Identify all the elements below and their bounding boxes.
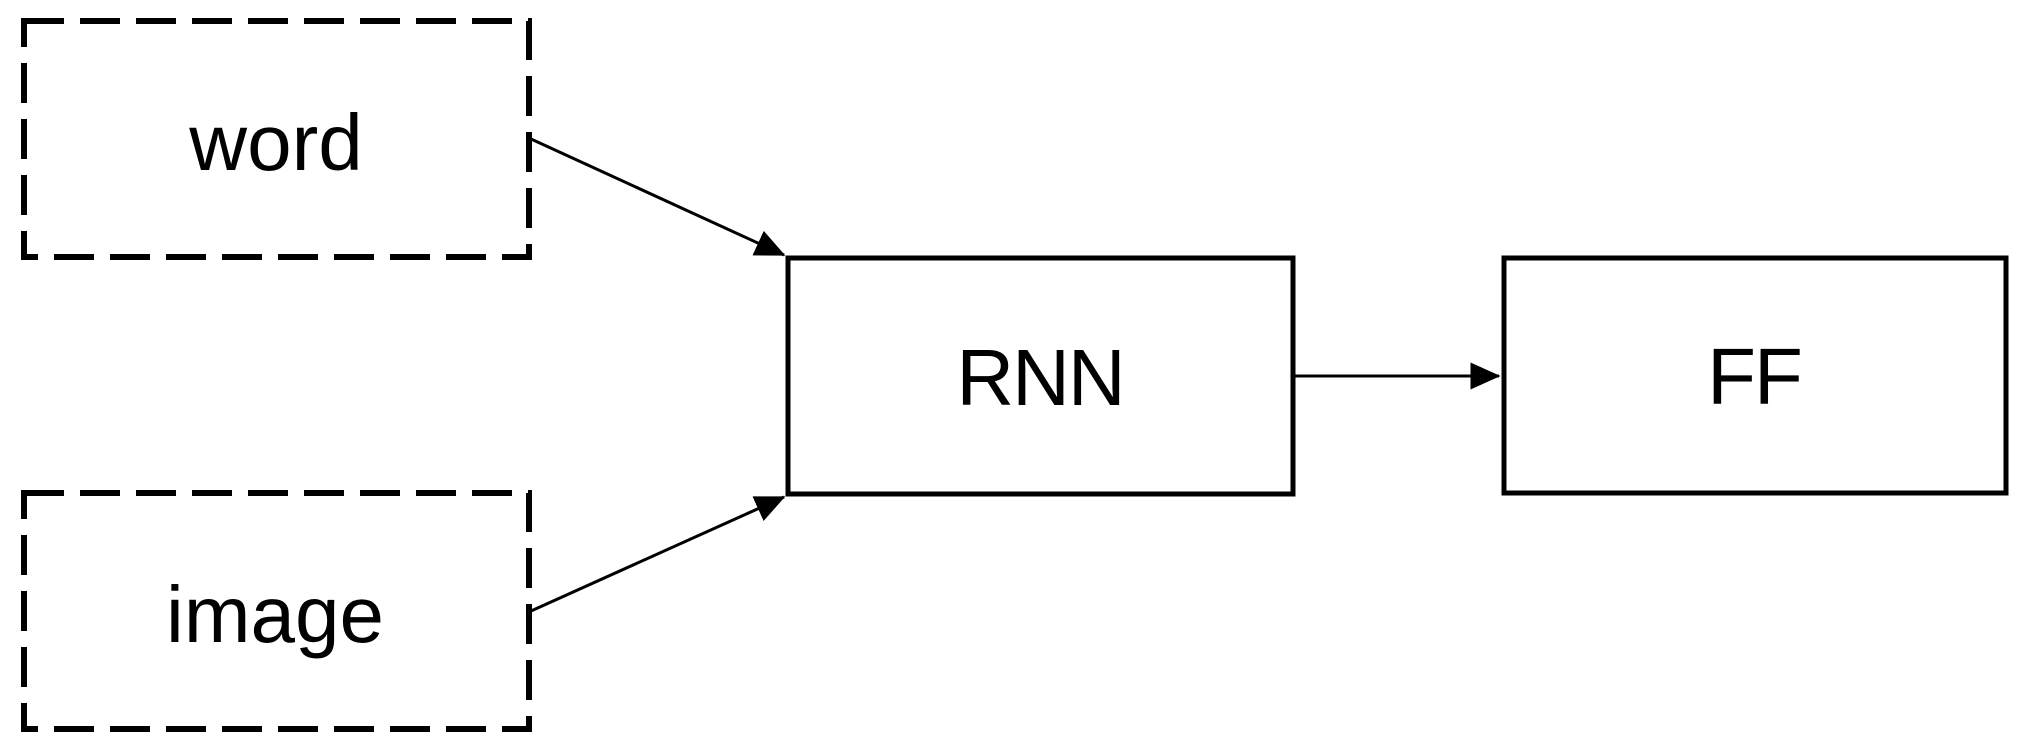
node-image-box xyxy=(21,490,532,732)
node-rnn-label: RNN xyxy=(956,333,1123,422)
edge-image-to-rnn xyxy=(530,495,786,613)
node-ff-label: FF xyxy=(1707,332,1801,421)
node-word-label: word xyxy=(188,98,362,187)
edge-word-to-rnn xyxy=(530,137,786,257)
node-rnn-box xyxy=(785,255,1296,497)
node-ff-box xyxy=(1501,255,2009,496)
node-word-box xyxy=(21,18,532,260)
node-image-label: image xyxy=(166,570,384,659)
